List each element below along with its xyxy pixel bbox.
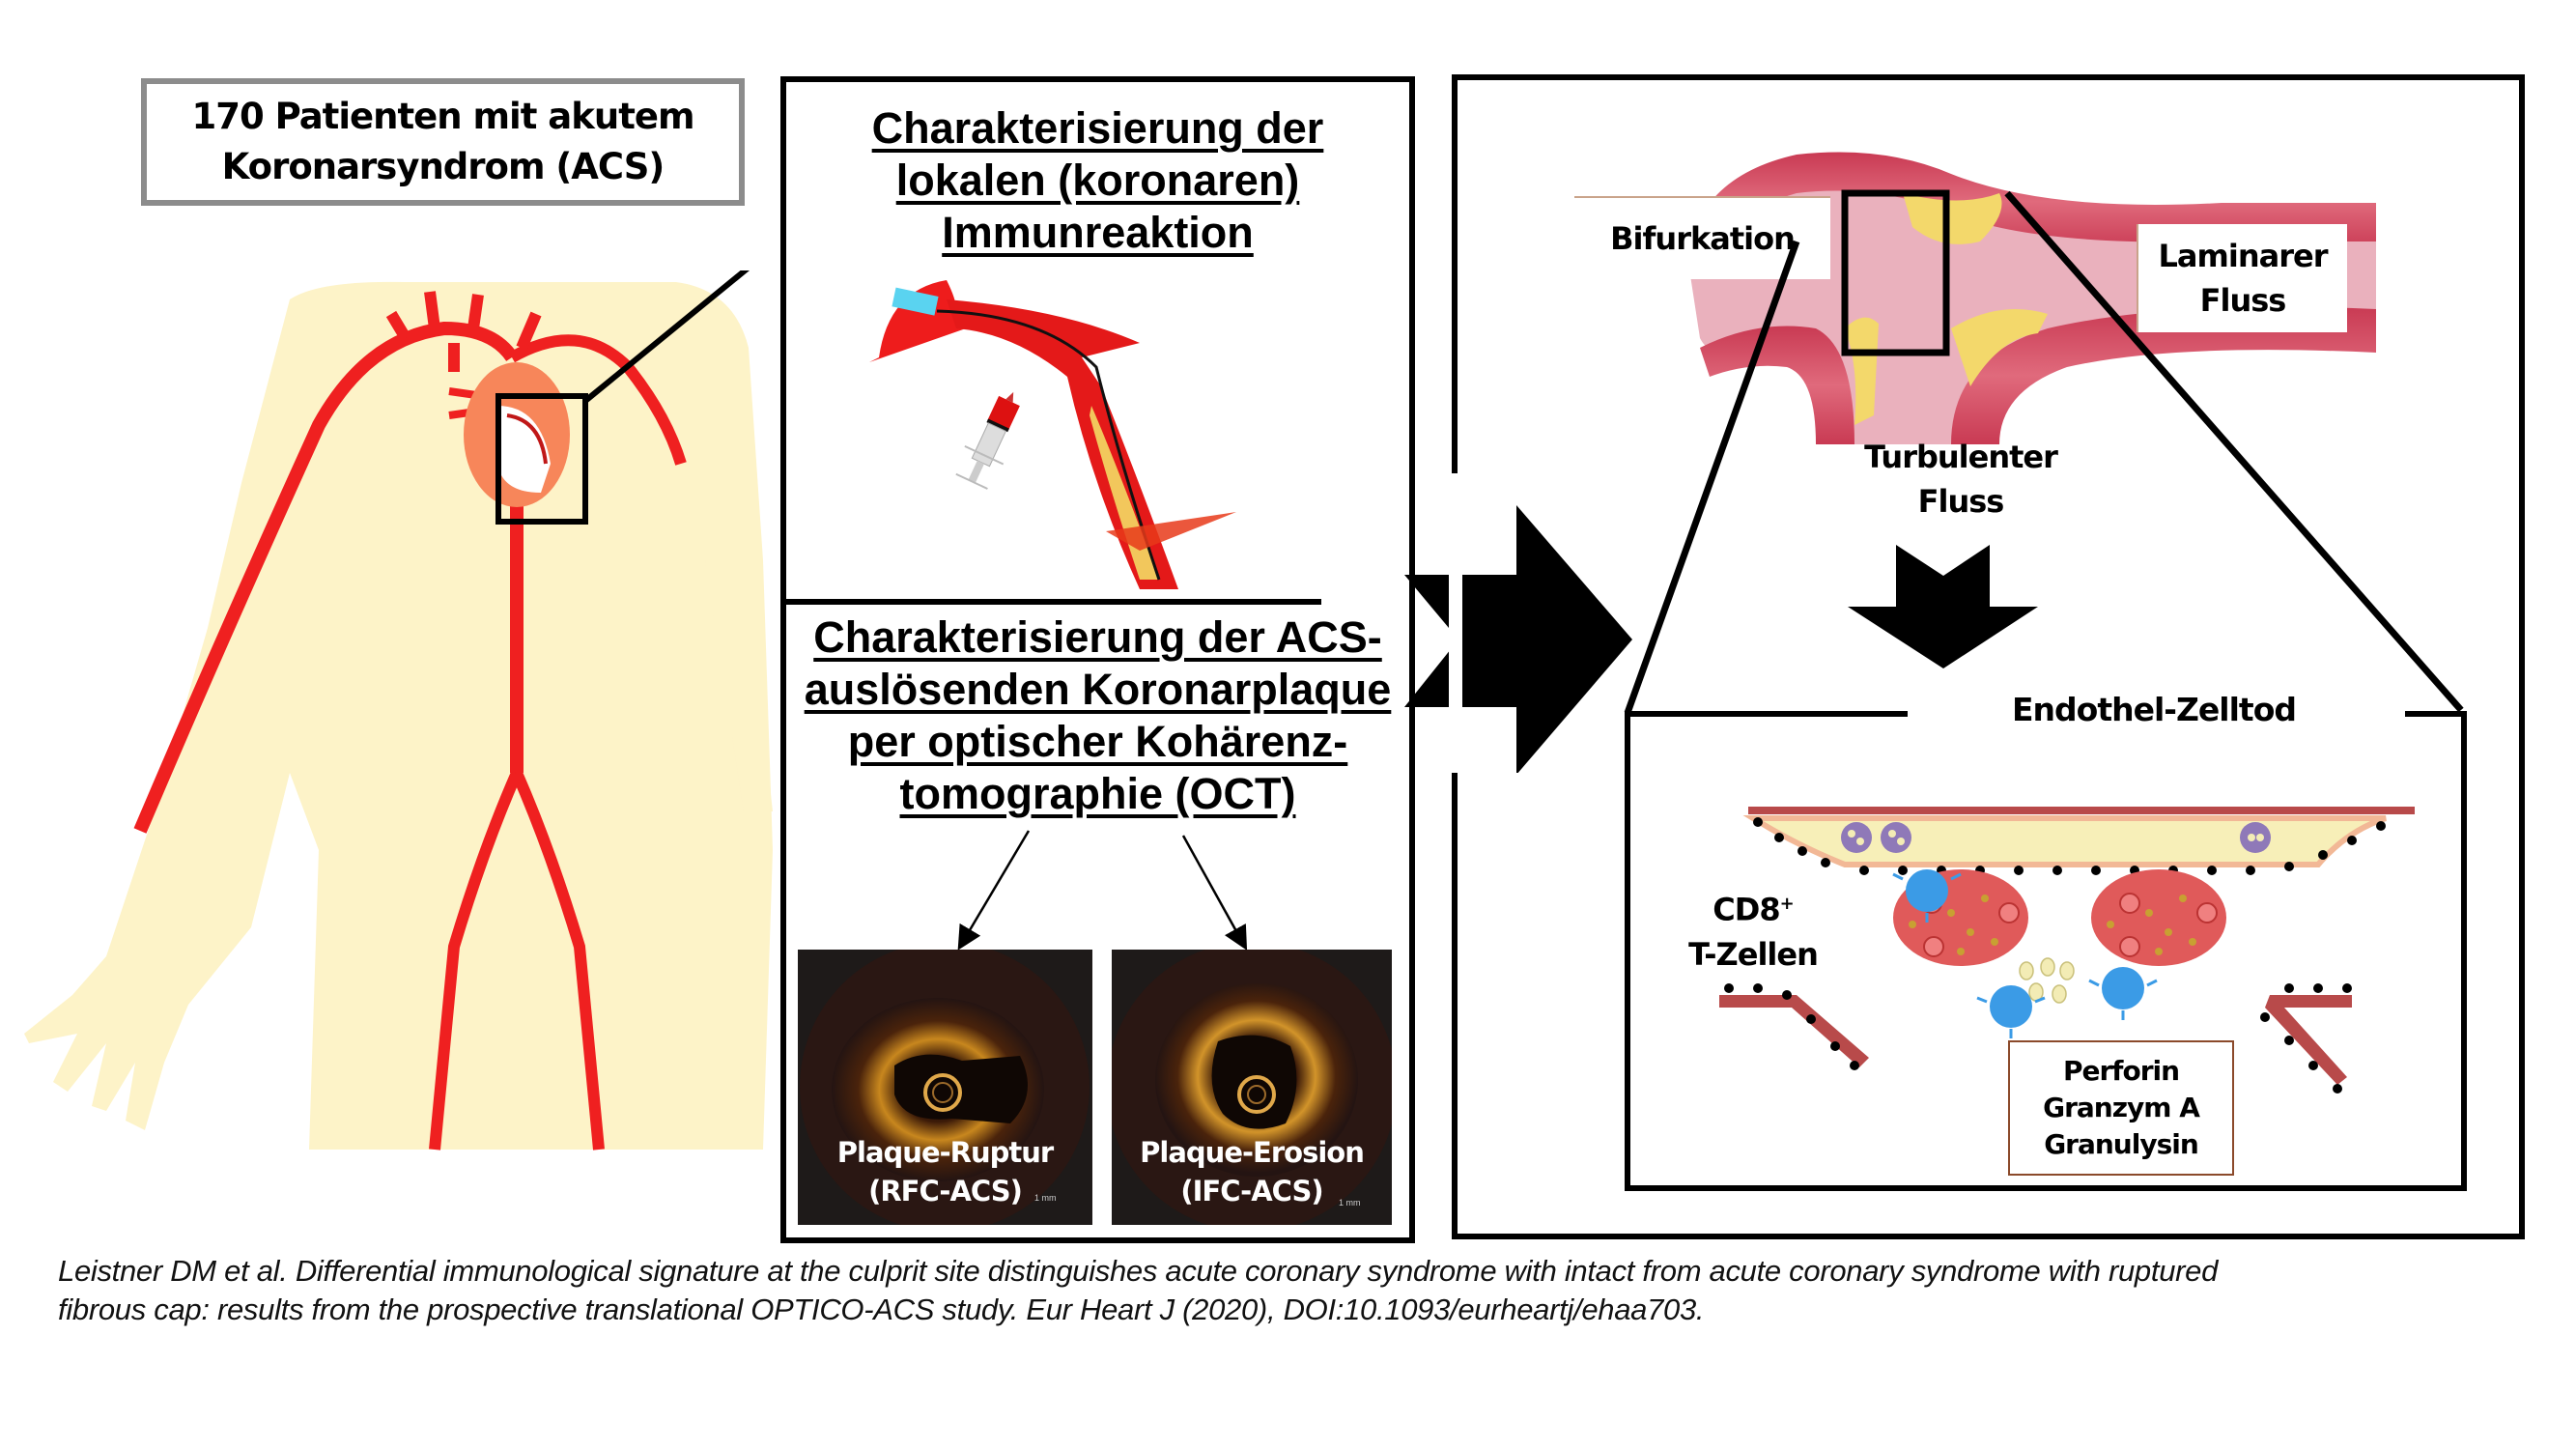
plaque [1845, 317, 1879, 425]
aorta-shape [869, 280, 966, 362]
cd8-t-cell [1892, 869, 2158, 1038]
turbulent-flow-label: Turbulenter Fluss [1816, 435, 2106, 524]
heading-line: per optischer Kohärenz- [847, 717, 1348, 766]
mediator-item: Perforin [2062, 1055, 2180, 1087]
border-gap [1908, 705, 2405, 723]
cd8-main: CD8 [1713, 891, 1780, 928]
mediator-item: Granulysin [2044, 1128, 2199, 1160]
patient-count-line1: 170 Patienten mit akutem [191, 96, 694, 137]
border-gap [1449, 473, 1462, 773]
heart-zoom-box [495, 393, 588, 525]
vessel-wall-lower-left [1700, 326, 1854, 444]
citation-line1: Leistner DM et al. Differential immunolo… [58, 1254, 2219, 1288]
oct-image-erosion: Plaque-Erosion (IFC-ACS) 1 mm [1112, 950, 1392, 1225]
endothelial-dots-lower [1724, 983, 2352, 1094]
catheter-illustration [869, 280, 1236, 589]
endothel-label: Endothel-Zelltod [2012, 691, 2297, 728]
vessel-wall-lower [1719, 995, 2352, 1085]
laminar-line2: Fluss [2199, 282, 2287, 319]
cd8-sup: + [1779, 894, 1795, 914]
heading-line: Charakterisierung der [871, 103, 1324, 153]
local-immune-heading: Charakterisierung der lokalen (koronaren… [786, 102, 1409, 259]
rupture-scale: 1 mm [1034, 1193, 1057, 1203]
turbulent-line1: Turbulenter [1864, 439, 2058, 475]
heading-line: Immunreaktion [942, 208, 1254, 257]
laminar-flow-box: Laminarer Fluss [2137, 224, 2347, 332]
heading-line: Charakterisierung der ACS- [813, 612, 1382, 662]
leukocyte [1841, 822, 2271, 853]
rupture-label-line1: Plaque-Ruptur [836, 1136, 1054, 1169]
mediators-box: Perforin Granzym A Granulysin [2008, 1040, 2234, 1176]
laminar-line1: Laminarer [2158, 238, 2329, 274]
target-cell [2091, 869, 2226, 966]
arrow-down-icon [1848, 545, 2038, 668]
turbulent-line2: Fluss [1917, 483, 2005, 520]
endothelial-dots [1753, 817, 2386, 875]
arrow-to-erosion [1181, 835, 1248, 951]
oct-heading: Charakterisierung der ACS- auslösenden K… [786, 611, 1409, 820]
connector-line [583, 270, 750, 404]
patient-count-box: 170 Patienten mit akutem Koronarsyndrom … [141, 78, 745, 206]
right-arm [666, 386, 773, 811]
cell-diagram [1719, 807, 2415, 1094]
patient-count-line2: Koronarsyndrom (ACS) [221, 146, 665, 187]
erosion-label-line2: (IFC-ACS) [1180, 1175, 1323, 1208]
vessel-wall-lower-right [1951, 306, 2376, 444]
body-figure [24, 270, 773, 1151]
erosion-label-line1: Plaque-Erosion [1140, 1136, 1365, 1169]
middle-divider [780, 599, 1321, 605]
granules [2019, 957, 2075, 1004]
citation: Leistner DM et al. Differential immunolo… [58, 1252, 2531, 1329]
heading-line: lokalen (koronaren) [895, 156, 1300, 205]
oct-image-rupture: Plaque-Ruptur (RFC-ACS) 1 mm [798, 950, 1092, 1225]
vessel-wall-upper [1748, 807, 2415, 814]
heading-line: auslösenden Koronarplaque [804, 665, 1392, 714]
oct-arrows [957, 830, 1248, 951]
erosion-scale: 1 mm [1339, 1198, 1361, 1208]
bifurcation-zoom-box [1841, 189, 1950, 356]
cd8-label: CD8+ T-Zellen [1656, 882, 1850, 977]
plaque [1951, 309, 2048, 386]
arrow-to-rupture [957, 830, 1031, 951]
plaque [1903, 193, 2002, 244]
citation-line2: fibrous cap: results from the prospectiv… [58, 1293, 1705, 1326]
bifurcation-label: Bifurkation [1610, 220, 1796, 257]
syringe-icon [955, 391, 1020, 490]
cd8-line2: T-Zellen [1688, 935, 1819, 973]
middle-panel [780, 76, 1415, 1243]
rupture-label-line2: (RFC-ACS) [868, 1175, 1023, 1208]
zoom-trapezoid [1624, 190, 2464, 715]
heading-line: tomographie (OCT) [899, 769, 1296, 818]
mediator-item: Granzym A [2043, 1092, 2200, 1123]
